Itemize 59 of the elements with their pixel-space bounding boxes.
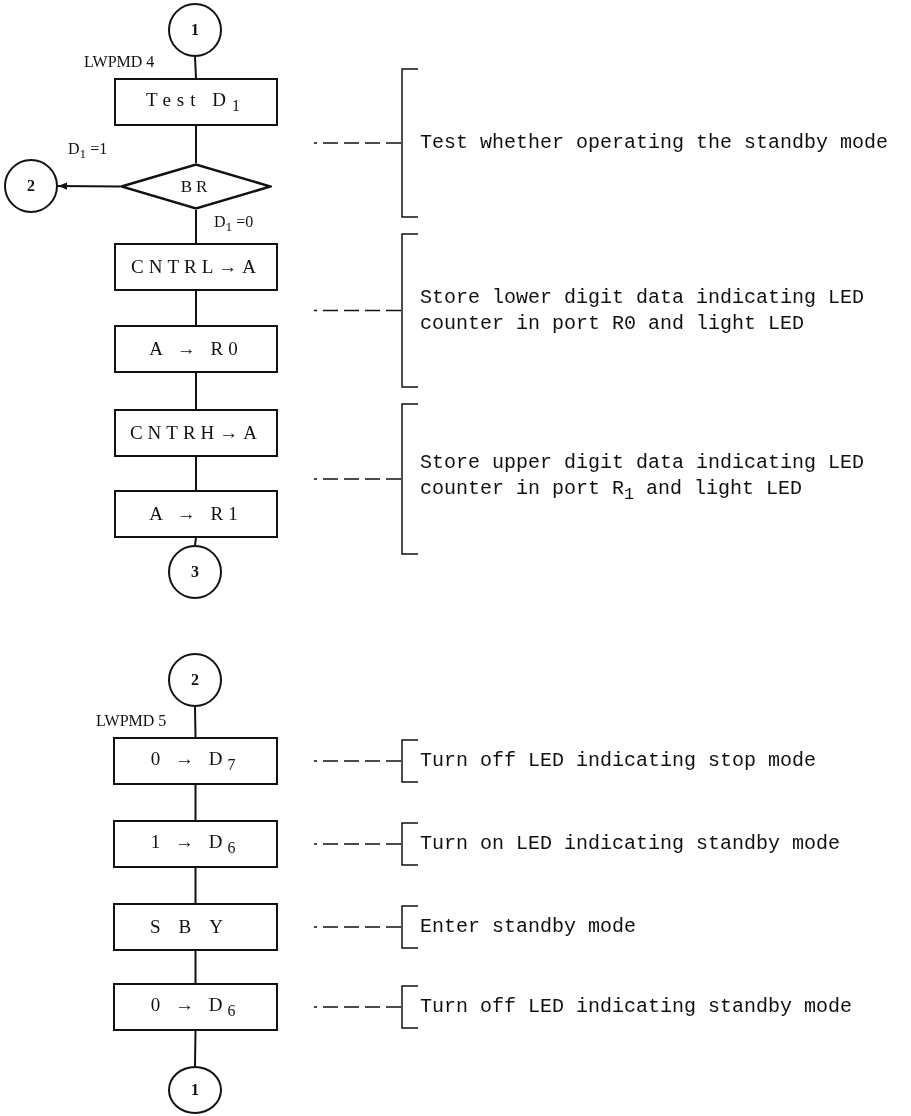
connector-circle	[168, 1066, 222, 1114]
process-box	[114, 325, 278, 373]
step-text: CNTRH→A	[129, 422, 263, 444]
flow-line	[194, 706, 197, 738]
flow-line	[194, 537, 197, 546]
step-text: 2	[27, 177, 35, 195]
annotation-text: Test whether operating the standby mode	[420, 130, 890, 156]
flow-line	[194, 56, 197, 79]
connector-circle	[168, 653, 222, 707]
leader-line	[313, 478, 402, 480]
step-text: 1 → D$_{6}$	[150, 831, 241, 857]
step-text: 2	[191, 671, 199, 689]
flow-line	[195, 372, 197, 410]
connector-circle	[4, 159, 58, 213]
leader-line	[313, 843, 402, 845]
process-box	[114, 409, 278, 457]
annotation-text: Store lower digit data indicating LED counter in port R0 and light LED	[420, 284, 866, 337]
routine-label: LWPMD 5	[96, 712, 167, 730]
arrow	[57, 182, 121, 190]
annotation-text: Turn on LED indicating standby mode	[420, 831, 842, 857]
step-text: 3	[191, 563, 199, 581]
connector-circle	[168, 3, 222, 57]
process-box	[114, 243, 278, 291]
step-text: Test D$_{1}$	[146, 89, 246, 115]
step-text: 0 → D$_{7}$	[150, 748, 241, 774]
flow-line	[194, 867, 197, 904]
annotation-text: Store upper digit data indicating LED counter in port R$_{1}$ and light LED	[420, 450, 866, 506]
decision-diamond	[120, 163, 272, 210]
step-text: A → R1	[149, 503, 243, 525]
step-text: 1	[191, 1081, 199, 1099]
process-box	[113, 820, 278, 868]
leader-line	[313, 142, 402, 144]
step-text: CNTRL→A	[131, 256, 261, 278]
routine-label: LWPMD 4	[84, 53, 155, 71]
process-box	[113, 983, 278, 1031]
flow-line	[194, 784, 197, 821]
flow-line	[195, 209, 197, 244]
annotation-text: Enter standby mode	[420, 914, 638, 940]
process-box	[114, 490, 278, 538]
leader-line	[313, 760, 402, 762]
step-text: 1	[191, 21, 199, 39]
leader-line	[313, 926, 402, 928]
step-text: BR	[180, 176, 212, 197]
step-text: A → R0	[149, 338, 243, 360]
step-text: 0 → D$_{6}$	[150, 994, 241, 1020]
flow-line	[195, 125, 197, 164]
annotation-text: Turn off LED indicating standby mode	[420, 994, 854, 1020]
flow-line	[194, 950, 197, 984]
process-box	[113, 903, 278, 951]
flow-line	[194, 1030, 197, 1067]
flow-line	[195, 456, 197, 491]
leader-line	[313, 309, 402, 312]
leader-line	[313, 1006, 402, 1008]
step-text: SBY	[150, 916, 241, 938]
annotation-text: Turn off LED indicating stop mode	[420, 748, 818, 774]
process-box	[114, 78, 278, 126]
process-box	[113, 737, 278, 785]
flow-line	[195, 290, 197, 326]
connector-circle	[168, 545, 222, 599]
